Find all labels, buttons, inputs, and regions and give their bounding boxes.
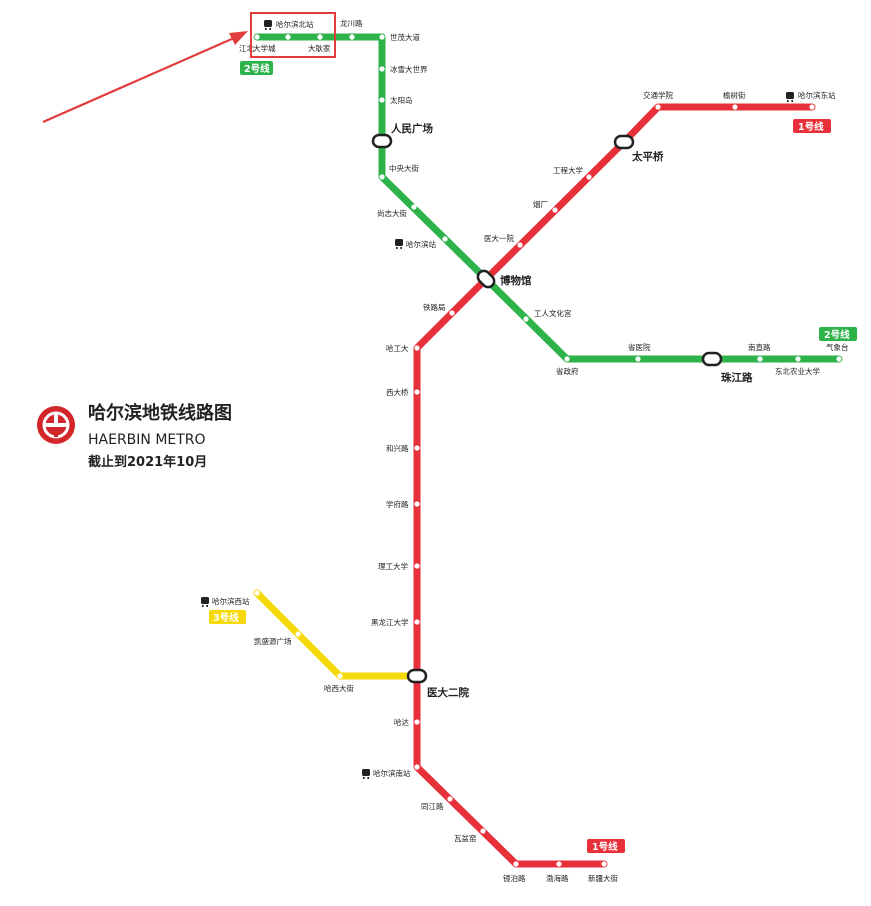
train-icon bbox=[395, 239, 403, 249]
station-label[interactable]: 哈尔滨南站 bbox=[373, 768, 411, 778]
svg-text:2号线: 2号线 bbox=[824, 329, 850, 341]
interchange-zhujiang[interactable] bbox=[701, 351, 723, 367]
svg-text:1号线: 1号线 bbox=[798, 121, 824, 133]
line1-badge: 1号线 bbox=[793, 119, 831, 133]
train-icon bbox=[786, 92, 794, 102]
station-label[interactable]: 哈尔滨东站 bbox=[798, 90, 836, 100]
station-label[interactable]: 西大桥 bbox=[386, 387, 409, 397]
station-label[interactable]: 烟厂 bbox=[533, 200, 548, 209]
line1-path bbox=[413, 103, 816, 868]
interchange-yidaer[interactable] bbox=[406, 668, 428, 684]
station-label[interactable]: 交通学院 bbox=[643, 90, 673, 100]
station-label[interactable]: 南直路 bbox=[748, 342, 771, 352]
interchange-bowuguan[interactable] bbox=[475, 268, 496, 289]
metro-logo bbox=[37, 406, 75, 444]
station-label[interactable]: 镜泊路 bbox=[503, 873, 526, 883]
station-label[interactable]: 博物馆 bbox=[500, 274, 532, 287]
line2-path bbox=[253, 33, 843, 363]
line3-path bbox=[253, 589, 421, 680]
train-icon bbox=[264, 20, 272, 30]
interchange-taiping[interactable] bbox=[613, 134, 635, 150]
station-label[interactable]: 东北农业大学 bbox=[775, 366, 820, 376]
station-label[interactable]: 省医院 bbox=[628, 342, 651, 352]
station-label[interactable]: 榆树街 bbox=[723, 90, 746, 100]
station-label[interactable]: 太平桥 bbox=[631, 150, 664, 163]
station-label[interactable]: 冰雪大世界 bbox=[390, 64, 428, 74]
station-label[interactable]: 大学城 bbox=[253, 43, 276, 53]
interchange-renmin[interactable] bbox=[371, 133, 393, 149]
svg-text:1号线: 1号线 bbox=[592, 841, 618, 853]
station-label[interactable]: 哈尔滨北站 bbox=[276, 19, 314, 29]
map-title: 哈尔滨地铁线路图 bbox=[88, 402, 232, 424]
station-label[interactable]: 气象台 bbox=[826, 342, 849, 352]
station-label[interactable]: 凯盛源广场 bbox=[254, 636, 292, 646]
highlight-box bbox=[250, 12, 336, 58]
station-dots bbox=[254, 34, 842, 867]
annotation-arrow bbox=[42, 36, 235, 124]
station-label[interactable]: 渤海路 bbox=[546, 873, 569, 883]
station-label[interactable]: 和兴路 bbox=[386, 443, 409, 453]
station-label[interactable]: 新疆大街 bbox=[588, 873, 618, 883]
station-label[interactable]: 学府路 bbox=[386, 499, 409, 509]
train-icon bbox=[362, 769, 370, 779]
station-label[interactable]: 医大一院 bbox=[484, 233, 514, 243]
station-label[interactable]: 中央大街 bbox=[389, 163, 419, 173]
station-label[interactable]: 世茂大道 bbox=[390, 32, 420, 42]
map-subtitle: HAERBIN METRO bbox=[88, 432, 206, 448]
station-label[interactable]: 尚志大街 bbox=[377, 208, 407, 218]
station-label[interactable]: 哈西大街 bbox=[324, 683, 354, 693]
station-label[interactable]: 江北 bbox=[239, 44, 254, 53]
station-label[interactable]: 哈尔滨站 bbox=[406, 239, 436, 249]
station-label[interactable]: 龙川路 bbox=[340, 18, 363, 28]
train-icon bbox=[201, 597, 209, 607]
svg-text:2号线: 2号线 bbox=[244, 63, 270, 75]
svg-text:3号线: 3号线 bbox=[213, 612, 239, 624]
station-label[interactable]: 铁路局 bbox=[423, 302, 446, 312]
station-label[interactable]: 理工大学 bbox=[378, 561, 408, 571]
map-date: 截止到2021年10月 bbox=[88, 454, 207, 470]
station-label[interactable]: 黑龙江大学 bbox=[371, 617, 409, 627]
station-label[interactable]: 哈工大 bbox=[386, 343, 409, 353]
station-label[interactable]: 工程大学 bbox=[553, 165, 583, 175]
line2-badge: 2号线 bbox=[819, 327, 857, 341]
station-label[interactable]: 太阳岛 bbox=[390, 95, 413, 105]
line3-badge: 3号线 bbox=[209, 610, 246, 624]
station-label[interactable]: 工人文化宫 bbox=[534, 308, 572, 318]
station-label[interactable]: 医大二院 bbox=[427, 686, 469, 699]
station-label[interactable]: 同江路 bbox=[421, 801, 444, 811]
arrowhead bbox=[229, 31, 248, 45]
line2-badge: 2号线 bbox=[240, 61, 273, 75]
station-label[interactable]: 哈尔滨西站 bbox=[212, 596, 250, 606]
station-label[interactable]: 省政府 bbox=[556, 366, 579, 376]
station-label[interactable]: 哈达 bbox=[394, 717, 409, 727]
station-label[interactable]: 珠江路 bbox=[721, 371, 753, 384]
station-label[interactable]: 人民广场 bbox=[391, 122, 433, 135]
station-label[interactable]: 瓦盆窑 bbox=[454, 833, 477, 843]
station-label[interactable]: 大耿家 bbox=[308, 43, 331, 53]
line1-badge: 1号线 bbox=[587, 839, 625, 853]
